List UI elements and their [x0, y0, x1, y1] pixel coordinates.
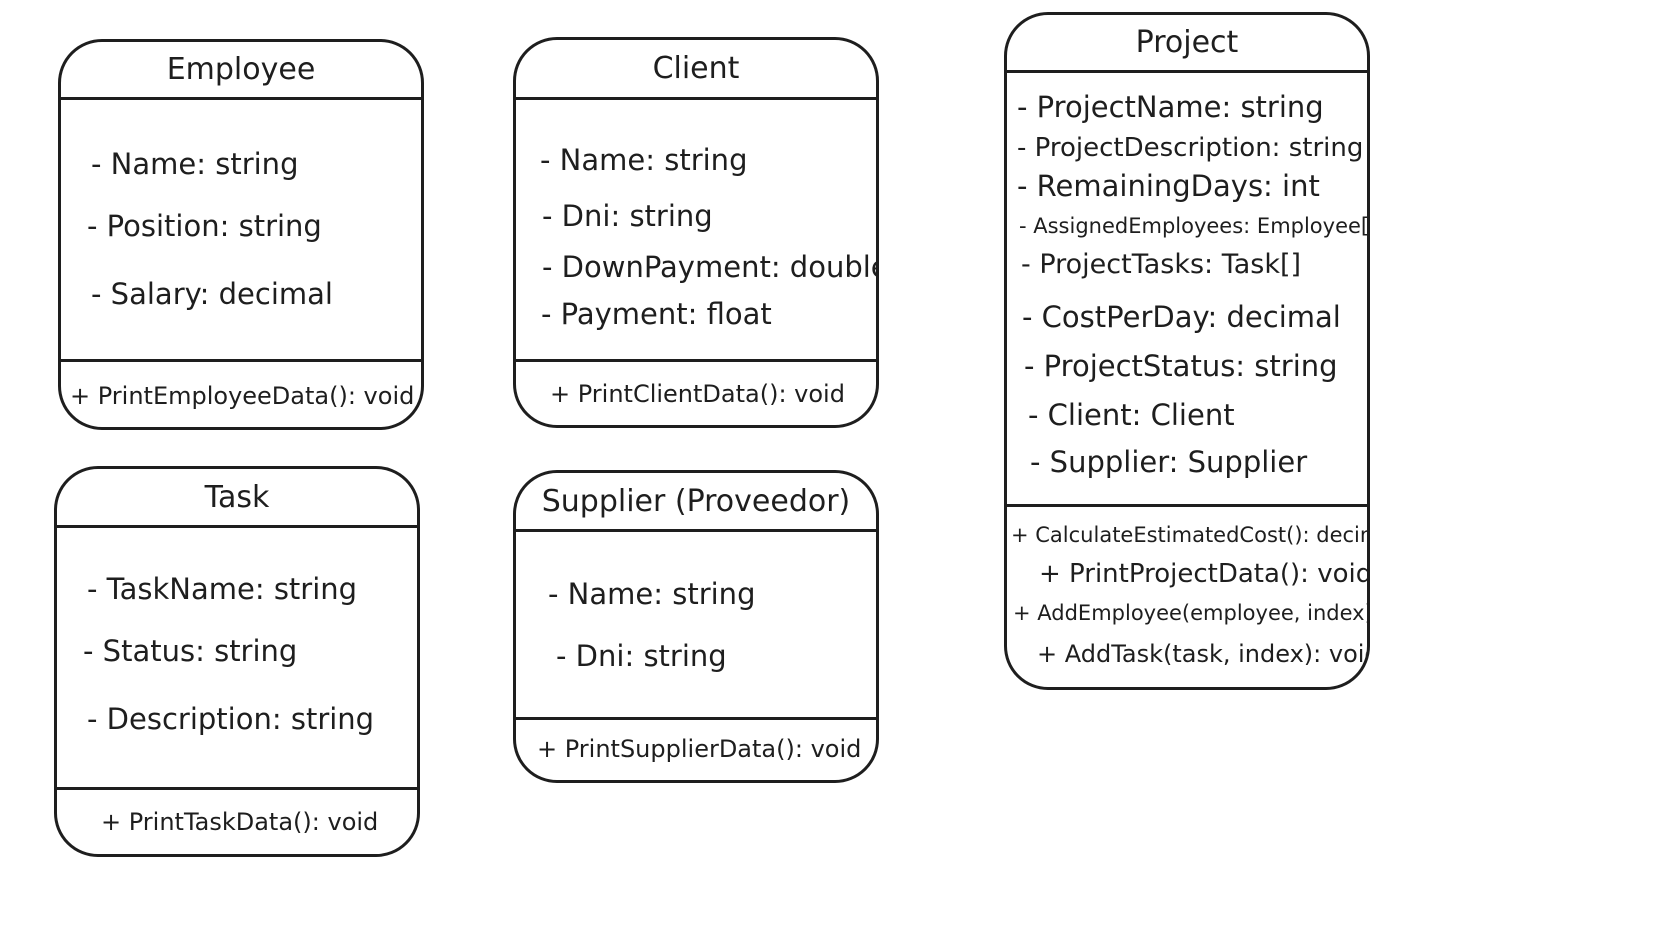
method: + PrintSupplierData(): void — [537, 735, 862, 763]
attribute: - AssignedEmployees: Employee[] — [1019, 214, 1370, 238]
attributes-compartment: - Name: string - Dni: string — [516, 532, 876, 720]
class-name-client: Client — [516, 40, 876, 100]
method: + AddEmployee(employee, index): void — [1013, 601, 1367, 625]
attribute: - Name: string — [548, 577, 756, 611]
attribute: - Client: Client — [1028, 398, 1235, 432]
attribute: - Dni: string — [542, 199, 713, 233]
method: + PrintTaskData(): void — [101, 808, 379, 836]
class-name-project: Project — [1007, 15, 1367, 73]
method: + PrintEmployeeData(): void — [70, 382, 415, 410]
attributes-compartment: - ProjectName: string - ProjectDescripti… — [1007, 73, 1367, 507]
attribute: - CostPerDay: decimal — [1022, 300, 1341, 334]
attribute: - Name: string — [91, 147, 299, 181]
attributes-compartment: - Name: string - Dni: string - DownPayme… — [516, 100, 876, 362]
attribute: - ProjectStatus: string — [1024, 349, 1338, 383]
class-title: Client — [652, 51, 740, 86]
class-title: Employee — [166, 52, 316, 87]
class-box-employee[interactable]: Employee - Name: string - Position: stri… — [58, 39, 424, 430]
class-box-project[interactable]: Project - ProjectName: string - ProjectD… — [1004, 12, 1370, 690]
class-title: Supplier (Proveedor) — [541, 483, 851, 519]
attribute: - ProjectName: string — [1017, 90, 1324, 124]
attribute: - Dni: string — [556, 639, 727, 673]
method: + AddTask(task, index): void — [1037, 640, 1370, 668]
class-title: Task — [204, 479, 270, 515]
attributes-compartment: - TaskName: string - Status: string - De… — [57, 528, 417, 790]
class-box-client[interactable]: Client - Name: string - Dni: string - Do… — [513, 37, 879, 428]
method: + PrintClientData(): void — [550, 380, 845, 408]
attribute: - Payment: float — [541, 297, 772, 331]
attribute: - ProjectDescription: string — [1017, 133, 1364, 163]
attribute: - TaskName: string — [87, 572, 358, 606]
attribute: - Salary: decimal — [91, 277, 333, 311]
class-title: Project — [1135, 25, 1239, 60]
class-name-supplier: Supplier (Proveedor) — [516, 473, 876, 532]
method: + PrintProjectData(): void — [1039, 559, 1370, 589]
attribute: - DownPayment: double — [542, 250, 879, 284]
attribute: - Position: string — [87, 209, 322, 243]
attribute: - Name: string — [540, 143, 748, 177]
method: + CalculateEstimatedCost(): decimal — [1011, 523, 1370, 547]
class-name-employee: Employee — [61, 42, 421, 100]
class-name-task: Task — [57, 469, 417, 528]
class-box-supplier[interactable]: Supplier (Proveedor) - Name: string - Dn… — [513, 470, 879, 783]
class-box-task[interactable]: Task - TaskName: string - Status: string… — [54, 466, 420, 857]
attribute: - Status: string — [83, 634, 298, 668]
attribute: - ProjectTasks: Task[] — [1021, 249, 1302, 280]
attribute: - Supplier: Supplier — [1030, 445, 1308, 479]
attribute: - RemainingDays: int — [1017, 169, 1320, 203]
attribute: - Description: string — [87, 702, 375, 736]
attributes-compartment: - Name: string - Position: string - Sala… — [61, 100, 421, 362]
